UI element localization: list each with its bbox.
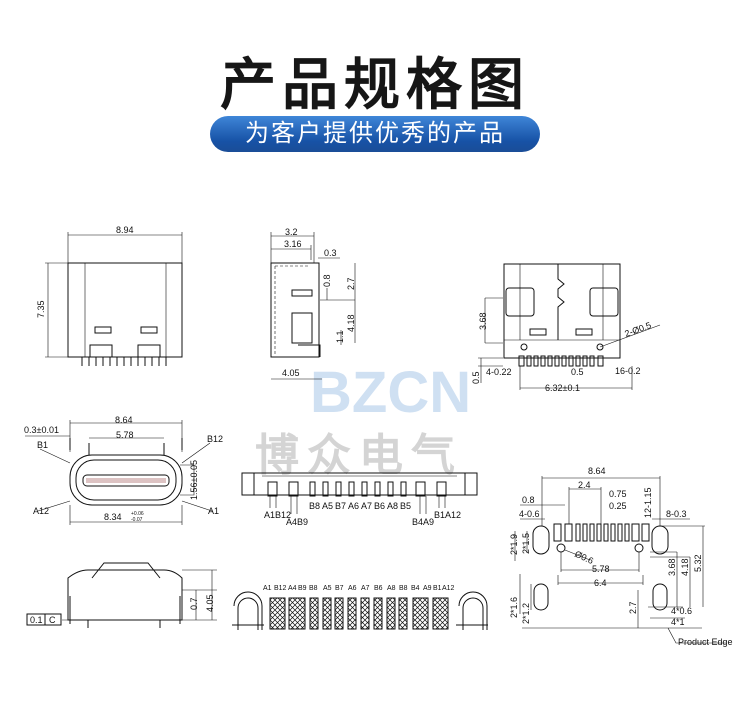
pcb-dim-2-4: 2.4 (578, 480, 591, 490)
footprint-label: A7 (361, 585, 370, 592)
mouth-inner-dim: 5.78 (116, 430, 134, 440)
side-dim-4-05: 4.05 (282, 368, 300, 378)
front-height-dim: 7.35 (36, 300, 46, 318)
pin-label: A7 (361, 501, 372, 511)
front-width-dim: 8.94 (116, 225, 134, 235)
pcb-dim-2-7: 2.7 (628, 601, 638, 614)
top-pin-width: 4-0.22 (486, 367, 512, 377)
pcb-dim-0-75: 0.75 (609, 489, 627, 499)
footprint-label: B9 (298, 585, 307, 592)
front-view: 8.94 7.35 (36, 225, 183, 366)
pin-label: A5 (322, 501, 333, 511)
mouth-outer-dim: 8.34 (104, 512, 122, 522)
footprint-label: A12 (442, 585, 455, 592)
side-dim-0-3: 0.3 (324, 248, 337, 258)
pcb-dim-2x1-6: 2*1.6 (509, 597, 519, 618)
pcb-dim-8-0-3: 8-0.3 (666, 509, 687, 519)
footprint-label: B7 (335, 585, 344, 592)
footprint-label: B8 (309, 585, 318, 592)
footprint-view: A1 B12 A4 B9 B8 A5 B7 A6 A7 B6 A8 B8 B4 … (232, 585, 488, 630)
top-hole-dim: 2-Ø0.5 (623, 320, 652, 339)
pin-label: A8 (387, 501, 398, 511)
footprint-label: B4 (411, 585, 420, 592)
pcb-dim-4-0-6: 4-0.6 (519, 509, 540, 519)
mouth-view: 8.64 0.3±0.01 5.78 B1 B12 1.56±0.05 A12 … (24, 415, 223, 525)
pcb-dim-2x1-5: 2*1.5 (521, 533, 531, 554)
side-view: 3.2 3.16 0.3 0.8 2.7 4.18 1.1 4.05 (270, 227, 356, 380)
pin-row-view: A1B12 A4B9 B8 A5 B7 A6 A7 B6 A8 B5 B4A9 … (241, 472, 478, 527)
footprint-label: A1 (263, 585, 272, 592)
profile-dim-0-7: 0.7 (189, 597, 199, 610)
top-dim-3-68: 3.68 (478, 312, 488, 330)
pcb-dim-0-25: 0.25 (609, 501, 627, 511)
top-dim-0-5: 0.5 (471, 371, 481, 384)
pin-label: B1A12 (434, 510, 461, 520)
pin-label-a12: A12 (33, 506, 49, 516)
pcb-dim-5-78: 5.78 (592, 564, 610, 574)
pcb-dim-2x1-2: 2*1.2 (521, 603, 531, 624)
pin-label: B6 (374, 501, 385, 511)
datum-label: C (49, 615, 56, 625)
footprint-label: B1 (433, 585, 442, 592)
side-dim-4-18: 4.18 (346, 314, 356, 332)
pin-label: A4B9 (286, 517, 308, 527)
footprint-label: A5 (323, 585, 332, 592)
pin-label: B8 (309, 501, 320, 511)
pin-label-b1: B1 (37, 440, 48, 450)
top-span: 6.32±0.1 (545, 383, 580, 393)
pcb-layout-view: 8.64 2.4 0.75 0.8 0.25 4-0.6 12-1.15 8-0… (509, 466, 733, 647)
mouth-tab-dim: 0.3±0.01 (24, 425, 59, 435)
product-edge-label: Product Edge (678, 637, 733, 647)
pcb-dim-8-64: 8.64 (588, 466, 606, 476)
pcb-dim-4x0-6: 4*0.6 (671, 606, 692, 616)
flatness-value: 0.1 (30, 615, 43, 625)
pin-label: A1B12 (264, 510, 291, 520)
profile-view: 0.7 4.05 0.1 C (26, 562, 217, 628)
pcb-dim-2x1-9: 2*1.9 (509, 534, 519, 555)
side-dim-3-2: 3.2 (285, 227, 298, 237)
pcb-dim-5-32: 5.32 (693, 554, 703, 572)
pcb-dim-0-8: 0.8 (522, 495, 535, 505)
pin-label: B4A9 (412, 517, 434, 527)
top-view: 3.68 2-Ø0.5 0.5 4-0.22 0.5 16-0.2 6.32±0… (471, 263, 661, 393)
mouth-height-dim: 1.56±0.05 (189, 460, 199, 500)
mouth-tol-plus: +0.06 (131, 511, 144, 517)
page-title: 产品规格图 (220, 53, 530, 116)
mouth-width: 8.64 (115, 415, 133, 425)
pin-label-a1: A1 (208, 506, 219, 516)
pcb-dim-6-4: 6.4 (594, 578, 607, 588)
pin-label: B7 (335, 501, 346, 511)
subtitle-banner: 为客户提供优秀的产品 (210, 116, 540, 152)
pcb-dim-4x1: 4*1 (671, 617, 685, 627)
footprint-label: B8 (399, 585, 408, 592)
mouth-tol-minus: -0.07 (131, 517, 143, 523)
profile-dim-4-05: 4.05 (205, 594, 215, 612)
footprint-label: A4 (288, 585, 297, 592)
side-dim-0-8: 0.8 (322, 274, 332, 287)
pin-label: B5 (400, 501, 411, 511)
footprint-label: A8 (387, 585, 396, 592)
top-pin-count: 16-0.2 (615, 366, 641, 376)
footprint-label: B6 (374, 585, 383, 592)
pcb-dim-4-18: 4.18 (680, 558, 690, 576)
pin-label-b12: B12 (207, 434, 223, 444)
top-pitch: 0.5 (571, 367, 584, 377)
pcb-dim-12-1-15: 12-1.15 (643, 487, 653, 518)
watermark-brand: BZCN (310, 360, 471, 425)
side-dim-1-1: 1.1 (335, 330, 345, 343)
pin-label: A6 (348, 501, 359, 511)
footprint-label: A9 (423, 585, 432, 592)
side-dim-3-16: 3.16 (284, 239, 302, 249)
footprint-label: B12 (274, 585, 287, 592)
footprint-label: A6 (348, 585, 357, 592)
watermark-name: 博众电气 (255, 431, 463, 480)
pcb-dim-3-68: 3.68 (667, 558, 677, 576)
side-dim-2-7: 2.7 (346, 277, 356, 290)
